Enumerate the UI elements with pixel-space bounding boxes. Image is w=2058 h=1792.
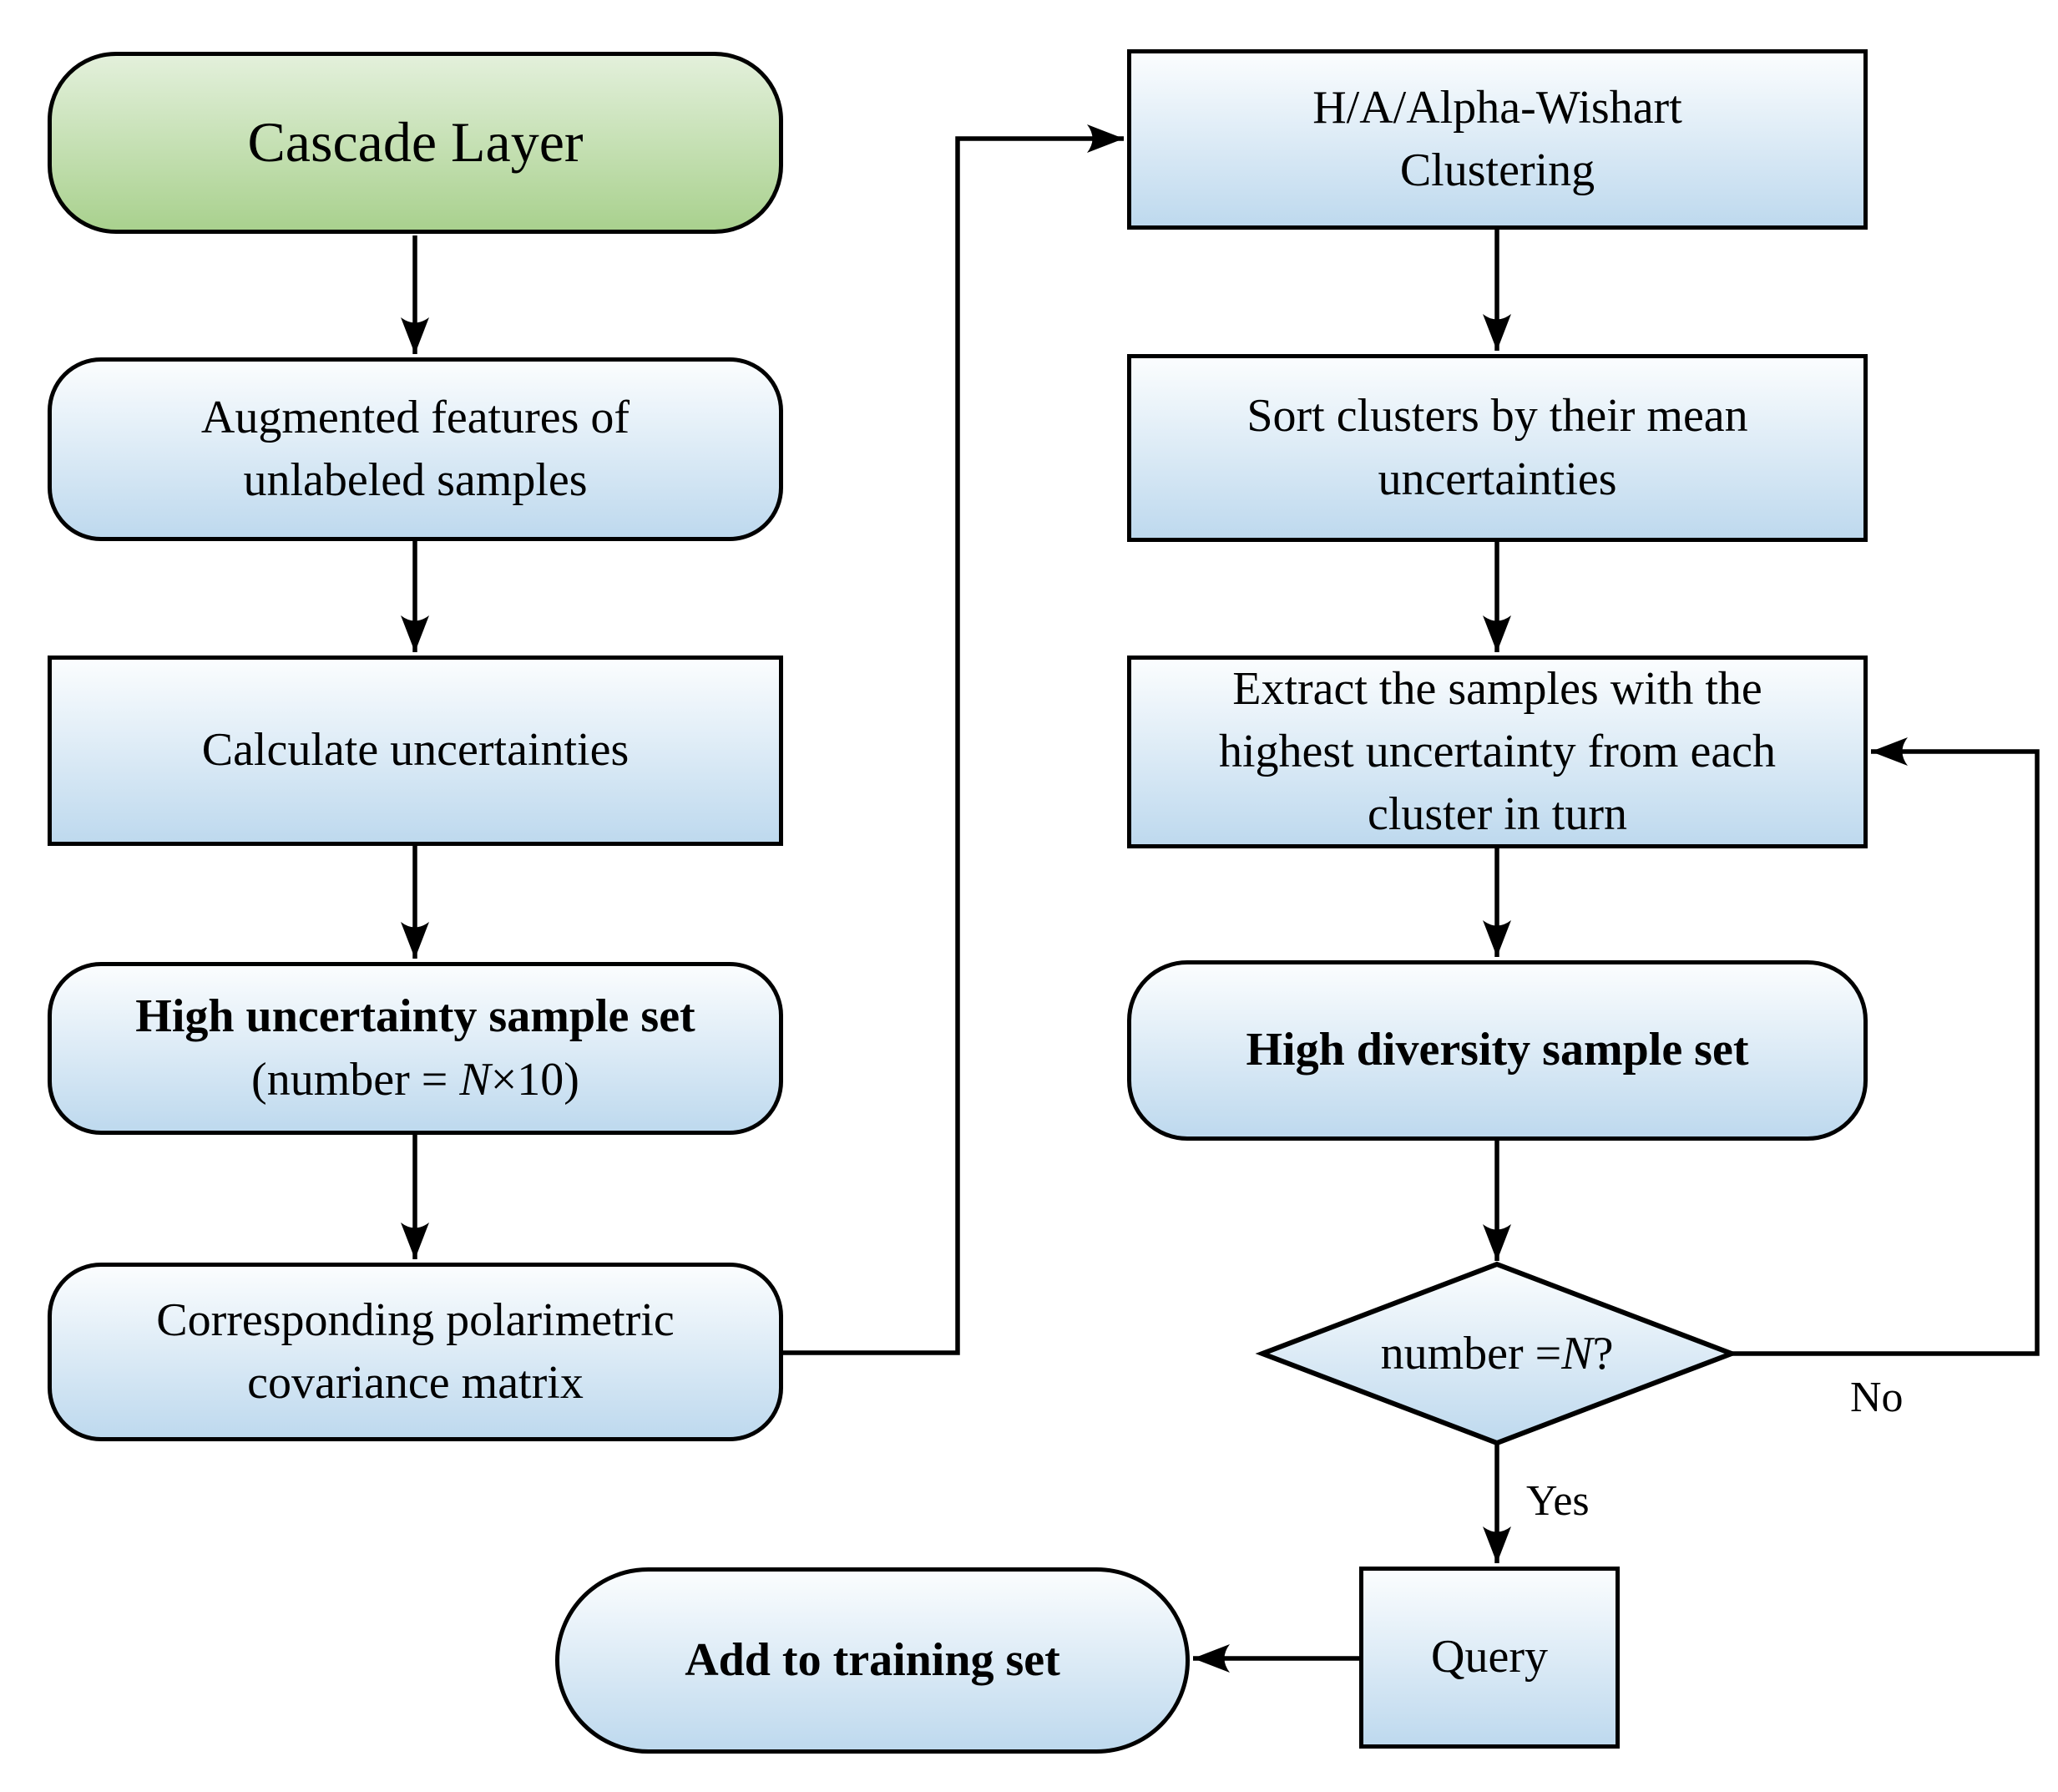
subtitle-variable: N [459,1053,491,1106]
node-covariance-matrix-line2: covariance matrix [247,1357,584,1409]
node-high-uncertainty-subtitle: (number = N×10) [251,1049,579,1111]
node-high-uncertainty-sample-set: High uncertainty sample set (number = N×… [48,962,783,1135]
node-covariance-matrix: Corresponding polarimetric covariance ma… [48,1263,783,1441]
node-high-uncertainty-title: High uncertainty sample set [135,990,695,1043]
node-calculate-uncertainties: Calculate uncertainties [48,656,783,846]
node-augmented-features: Augmented features of unlabeled samples [48,357,783,541]
node-add-to-training-set: Add to training set [555,1567,1190,1754]
node-query: Query [1359,1567,1620,1749]
subtitle-suffix: ×10) [490,1053,579,1106]
edge-label-yes: Yes [1526,1477,1590,1525]
node-cascade-layer: Cascade Layer [48,52,783,234]
node-calculate-uncertainties-label: Calculate uncertainties [201,724,630,777]
edge-label-no: No [1850,1374,1904,1421]
node-augmented-features-line1: Augmented features of [200,391,630,443]
decision-number-equals-n: number = N ? [1262,1264,1732,1443]
node-sort-clusters-line2: uncertainties [1378,453,1617,505]
node-extract-samples: Extract the samples with the highest unc… [1127,656,1868,848]
node-extract-samples-line1: Extract the samples with the [1232,662,1762,715]
node-cascade-layer-label: Cascade Layer [247,110,584,175]
node-extract-samples-line2: highest uncertainty from each [1218,725,1777,777]
decision-text-prefix: number = [1380,1328,1562,1379]
node-extract-samples-line3: cluster in turn [1367,788,1628,841]
node-wishart-clustering-line2: Clustering [1399,144,1595,196]
decision-text-suffix: ? [1592,1328,1614,1379]
node-high-diversity-label: High diversity sample set [1246,1024,1749,1076]
decision-diamond-shape [1255,1261,1739,1446]
node-query-label: Query [1431,1631,1548,1683]
node-wishart-clustering-line1: H/A/Alpha-Wishart [1312,81,1682,134]
node-sort-clusters-line1: Sort clusters by their mean [1246,390,1748,443]
node-augmented-features-line2: unlabeled samples [243,454,588,506]
node-add-to-training-set-label: Add to training set [685,1633,1060,1686]
node-high-diversity-sample-set: High diversity sample set [1127,960,1868,1141]
edge-decision-no-loop-to-extract [1732,737,2040,1356]
decision-variable: N [1561,1328,1593,1379]
node-sort-clusters: Sort clusters by their mean uncertaintie… [1127,354,1868,542]
node-wishart-clustering: H/A/Alpha-Wishart Clustering [1127,49,1868,230]
node-covariance-matrix-line1: Corresponding polarimetric [156,1293,675,1346]
edge-covariance-to-clustering [783,124,1124,1355]
subtitle-prefix: (number = [251,1053,460,1106]
